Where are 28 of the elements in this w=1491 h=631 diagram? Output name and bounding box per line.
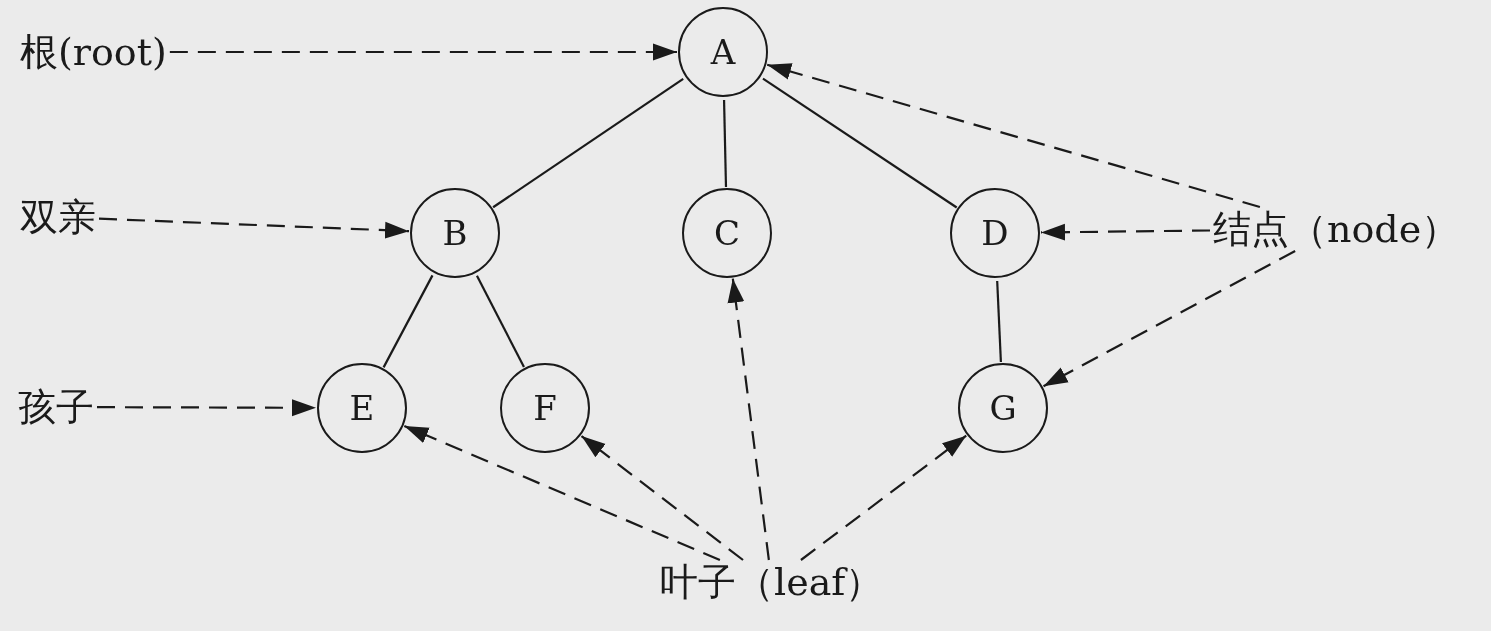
term-label: 根(root) [20,33,167,71]
pointer-arrow [98,217,410,239]
pointer-arrow [1043,250,1296,388]
tree-branch-line [492,77,684,209]
pointer-arrow [169,43,677,61]
term-label: 双亲 [20,198,96,236]
tree-node-circle: D [950,188,1040,278]
term-label: 结点（node） [1213,210,1460,248]
tree-node-circle: A [678,7,768,97]
tree-branch-line [762,77,958,209]
tree-node-circle: C [682,188,772,278]
tree-branch-line [722,99,728,188]
term-label: 孩子 [18,388,94,426]
tree-node-circle: B [410,188,500,278]
tree-branch-line [382,274,434,368]
tree-node-circle: G [958,363,1048,453]
pointer-arrow [727,278,770,561]
pointer-arrow [97,399,316,417]
tree-node-circle: E [317,363,407,453]
term-label: 叶子（leaf） [660,563,884,601]
tree-node-circle: F [500,363,590,453]
pointer-arrow [800,434,967,561]
pointer-arrow [766,63,1261,209]
pointer-arrow [580,435,744,561]
tree-branch-line [475,275,525,368]
tree-branch-line [996,280,1002,363]
pointer-arrow [403,424,721,561]
pointer-arrow [1041,223,1210,241]
